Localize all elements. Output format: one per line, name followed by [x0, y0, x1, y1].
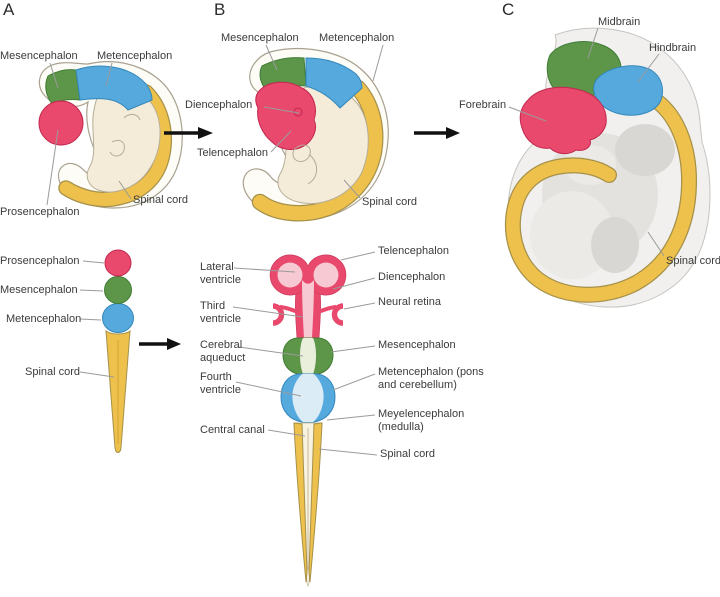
- t1-label-metencephalon: Metencephalon: [6, 313, 82, 325]
- b-forebrain-region: [255, 81, 317, 150]
- arrow-b-to-c: [414, 127, 460, 139]
- a-label-metencephalon: Metencephalon: [97, 50, 173, 62]
- panel-b-embryo: [242, 44, 389, 222]
- t2-cerebral-aqueduct: [300, 338, 316, 374]
- t2-lateral-ventricle-right: [313, 262, 339, 288]
- c-leader-lines: [508, 27, 665, 257]
- b-label-mesencephalon: Mesencephalon: [221, 32, 299, 44]
- a-mesencephalon-region: [45, 69, 81, 105]
- t1-label-prosencephalon: Prosencephalon: [0, 255, 80, 267]
- t2-label-neural-retina: Neural retina: [378, 296, 441, 308]
- b-label-metencephalon: Metencephalon: [319, 32, 395, 44]
- panel-c-letter: C: [502, 0, 515, 19]
- t1-prosencephalon: [104, 249, 132, 277]
- panel-b-letter: B: [214, 0, 226, 19]
- t2-fourth-ventricle: [292, 374, 324, 422]
- t2-label-mesencephalon: Mesencephalon: [378, 339, 456, 351]
- t2-lateral-ventricle-left: [277, 262, 303, 288]
- t2-label-telencephalon: Telencephalon: [378, 245, 449, 257]
- b-body-detail: [292, 144, 317, 185]
- c-label-spinal-cord: Spinal cord: [666, 255, 720, 267]
- t2-label-myelencephalon: Meyelencephalon (medulla): [378, 408, 465, 433]
- a-body: [86, 88, 161, 193]
- t2-cord-wall-right: [308, 422, 323, 583]
- t2-cord-wall-left: [293, 422, 308, 583]
- c-label-hindbrain: Hindbrain: [649, 42, 697, 54]
- panel-a-embryo: [38, 61, 183, 209]
- t2-neural-retina-right: [331, 303, 344, 326]
- b-label-telencephalon: Telencephalon: [197, 147, 268, 159]
- b-metencephalon-region: [305, 57, 363, 109]
- a-label-mesencephalon: Mesencephalon: [0, 50, 78, 62]
- t2-label-fourth-ventricle: Fourth ventricle: [200, 371, 241, 396]
- c-label-midbrain: Midbrain: [598, 16, 641, 28]
- t2-label-metencephalon: Metencephalon (pons and cerebellum): [378, 366, 484, 391]
- t1-metencephalon: [102, 303, 134, 333]
- t2-leader-lines-right: [318, 251, 378, 456]
- c-label-forebrain: Forebrain: [459, 99, 507, 111]
- arrow-a-to-b: [164, 127, 213, 139]
- c-hindbrain-region: [593, 65, 664, 116]
- c-leg-shading: [591, 217, 639, 273]
- a-label-prosencephalon: Prosencephalon: [0, 206, 80, 218]
- a-body-detail: [109, 113, 141, 157]
- a-spinal-cord-band: [59, 85, 171, 206]
- t2-label-third-ventricle: Third ventricle: [200, 300, 241, 325]
- a-leader-lines: [46, 62, 132, 206]
- c-spinal-cord-band: [506, 91, 696, 302]
- panel-a-letter: A: [3, 0, 15, 19]
- t2-label-lateral-ventricle: Lateral ventricle: [200, 261, 241, 286]
- c-forebrain-region: [519, 86, 607, 155]
- b-label-spinal-cord: Spinal cord: [362, 196, 418, 208]
- b-spinal-cord-band: [253, 81, 383, 221]
- a-metencephalon-region: [75, 65, 153, 111]
- c-limb-shading: [530, 191, 614, 279]
- a-label-spinal-cord: Spinal cord: [133, 194, 189, 206]
- t2-label-spinal-cord: Spinal cord: [380, 448, 436, 460]
- t1-leader-lines: [79, 260, 115, 378]
- b-label-diencephalon: Diencephalon: [185, 99, 253, 111]
- panel-c-fetus: [504, 27, 711, 308]
- neural-tube-late: [232, 251, 378, 587]
- t2-label-diencephalon: Diencephalon: [378, 271, 446, 283]
- a-prosencephalon-region: [38, 100, 84, 146]
- arrow-tube-early-to-late: [139, 338, 181, 350]
- t2-third-ventricle: [302, 280, 314, 338]
- neural-tube-early: [79, 249, 134, 453]
- t2-leader-lines-left: [232, 267, 306, 437]
- t2-label-cerebral-aqueduct: Cerebral aqueduct: [200, 339, 246, 364]
- t1-label-spinal-cord: Spinal cord: [25, 366, 81, 378]
- b-leader-lines: [263, 44, 384, 199]
- t1-label-mesencephalon: Mesencephalon: [0, 284, 78, 296]
- t2-label-central-canal: Central canal: [200, 424, 265, 436]
- t1-mesencephalon: [104, 276, 132, 304]
- c-shoulder-shading: [615, 124, 675, 176]
- t2-neural-retina-left: [272, 303, 285, 326]
